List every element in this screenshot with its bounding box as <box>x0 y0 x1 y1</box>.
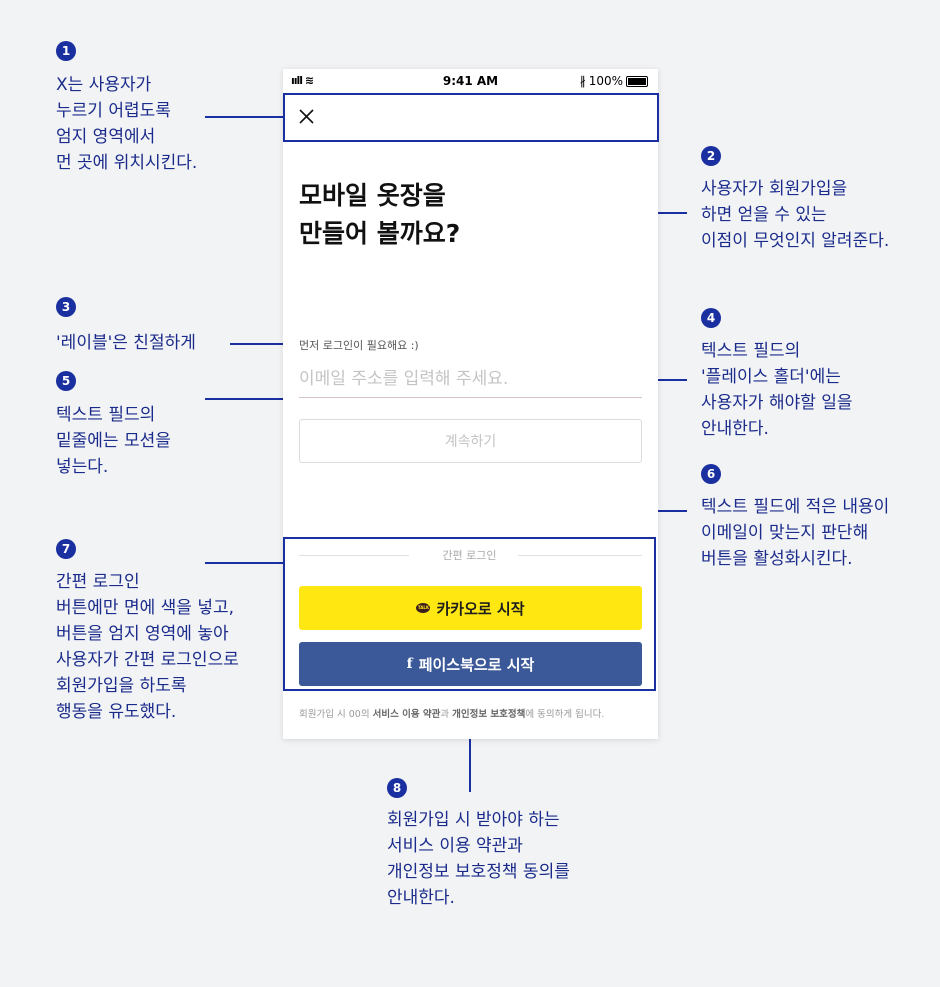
divider-left <box>299 555 409 556</box>
terms-prefix: 회원가입 시 00의 <box>299 709 373 720</box>
close-button[interactable] <box>297 107 317 127</box>
terms-suffix: 에 동의하게 됩니다. <box>525 709 605 720</box>
continue-button[interactable]: 계속하기 <box>299 419 642 463</box>
connector-7 <box>205 562 283 564</box>
annotation-4: 텍스트 필드의 '플레이스 홀더'에는 사용자가 해야할 일을 안내한다. <box>701 341 853 439</box>
status-bar: ııll ≋ 9:41 AM ∦ 100% <box>283 69 658 93</box>
facebook-icon: f <box>406 656 413 672</box>
easy-login-section: 간편 로그인 TALK 카카오로 시작 f 페이스북으로 시작 <box>283 537 656 691</box>
annotation-badge-2: 2 <box>701 146 721 166</box>
annotation-badge-8: 8 <box>387 778 407 798</box>
terms-notice: 회원가입 시 00의 서비스 이용 약관과 개인정보 보호정책에 동의하게 됩니… <box>299 706 604 720</box>
close-icon <box>299 109 314 124</box>
connector-1 <box>205 116 287 118</box>
headline: 모바일 옷장을 만들어 볼까요? <box>299 181 461 248</box>
annotation-3: '레이블'은 친절하게 <box>56 333 196 353</box>
annotation-2: 사용자가 회원가입을 하면 얻을 수 있는 이점이 무엇인지 알려준다. <box>701 179 890 251</box>
phone-screen: ııll ≋ 9:41 AM ∦ 100% 모바일 옷장을 만들어 볼까요? 먼… <box>283 69 659 739</box>
status-time: 9:41 AM <box>442 74 499 88</box>
bluetooth-icon: ∦ <box>579 74 586 88</box>
annotation-badge-1: 1 <box>56 41 76 61</box>
annotation-6: 텍스트 필드에 적은 내용이 이메일이 맞는지 판단해 버튼을 활성화시킨다. <box>701 497 890 569</box>
annotation-badge-7: 7 <box>56 539 76 559</box>
annotation-badge-5: 5 <box>56 371 76 391</box>
annotation-5: 텍스트 필드의 밑줄에는 모션을 넣는다. <box>56 405 171 477</box>
terms-privacy-link[interactable]: 개인정보 보호정책 <box>452 709 526 720</box>
email-field-label: 먼저 로그인이 필요해요 :) <box>299 339 419 352</box>
annotation-badge-4: 4 <box>701 308 721 328</box>
terms-and: 과 <box>440 709 453 720</box>
email-input[interactable] <box>299 361 642 398</box>
connector-5 <box>205 398 295 400</box>
easy-login-label: 간편 로그인 <box>442 549 497 562</box>
signal-icon: ııll ≋ <box>291 74 314 87</box>
kakao-login-label: 카카오로 시작 <box>436 599 525 618</box>
facebook-login-button[interactable]: f 페이스북으로 시작 <box>299 642 642 686</box>
connector-3 <box>230 343 294 345</box>
nav-bar-highlight <box>283 93 659 142</box>
terms-service-link[interactable]: 서비스 이용 약관 <box>372 709 441 720</box>
status-right: ∦ 100% <box>580 74 648 88</box>
battery-percent: 100% <box>588 74 623 88</box>
kakao-talk-icon: TALK <box>416 603 431 613</box>
battery-icon <box>626 75 648 87</box>
annotation-badge-3: 3 <box>56 297 76 317</box>
annotation-1: X는 사용자가 누르기 어렵도록 엄지 영역에서 먼 곳에 위치시킨다. <box>56 75 198 173</box>
facebook-login-label: 페이스북으로 시작 <box>418 655 535 674</box>
connector-8 <box>469 728 471 792</box>
annotation-7: 간편 로그인 버튼에만 면에 색을 넣고, 버튼을 엄지 영역에 놓아 사용자가… <box>56 572 239 722</box>
divider-right <box>518 555 642 556</box>
annotation-8: 회원가입 시 받아야 하는 서비스 이용 약관과 개인정보 보호정책 동의를 안… <box>387 810 570 908</box>
annotation-badge-6: 6 <box>701 464 721 484</box>
kakao-login-button[interactable]: TALK 카카오로 시작 <box>299 586 642 630</box>
